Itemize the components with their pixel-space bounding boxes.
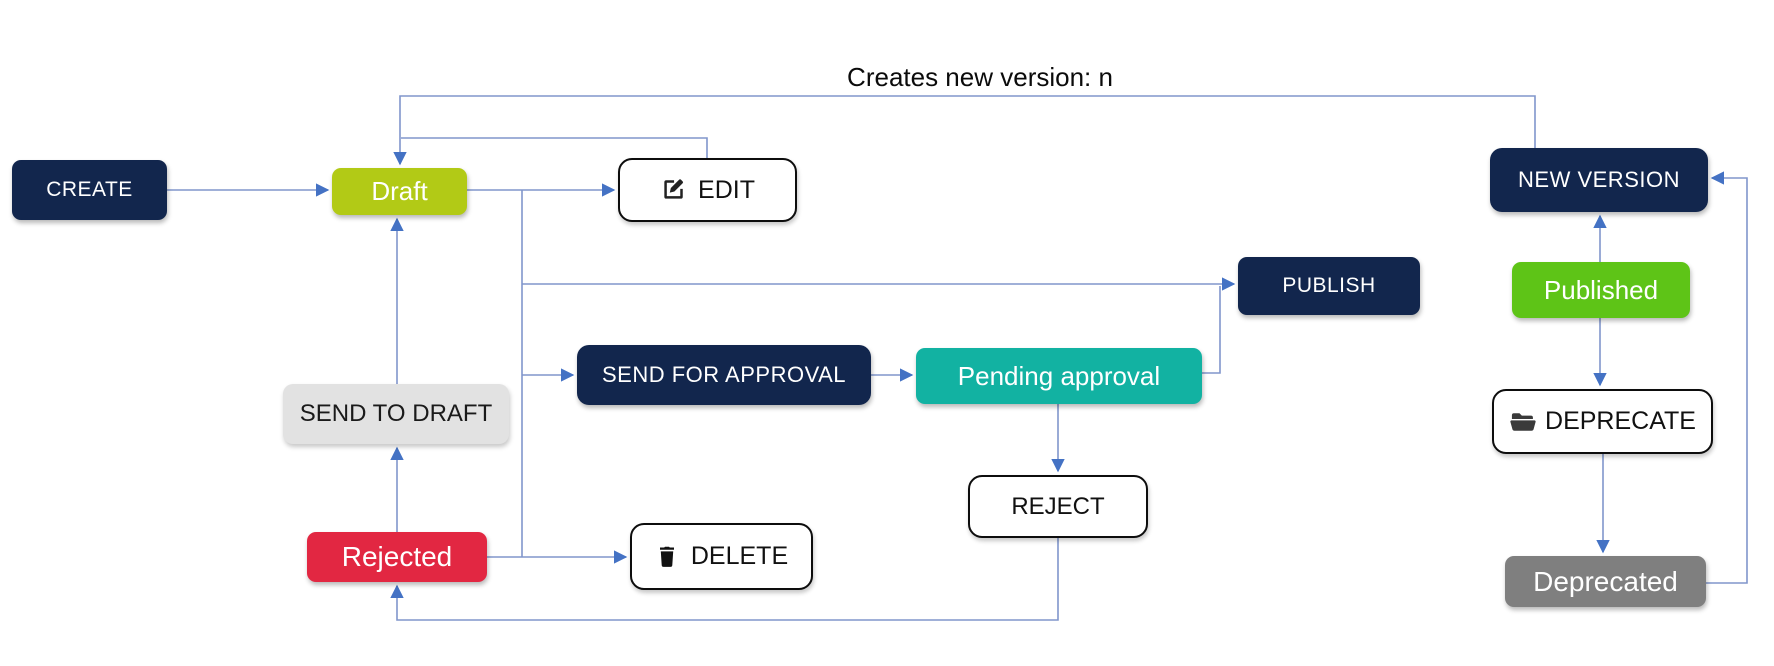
node-delete-label: DELETE	[690, 542, 789, 570]
node-send-for-approval: SEND FOR APPROVAL	[577, 345, 871, 405]
node-send-to-draft-label: SEND TO DRAFT	[299, 400, 493, 427]
node-rejected: Rejected	[307, 532, 487, 582]
edit-icon	[660, 177, 686, 203]
node-published: Published	[1512, 262, 1690, 318]
edge-pending-publish	[1202, 286, 1221, 374]
node-edit-label: EDIT	[698, 175, 755, 204]
node-reject-label: REJECT	[1011, 492, 1105, 520]
edge-new-version-draft	[393, 95, 1536, 166]
node-create: CREATE	[12, 160, 167, 220]
edge-deprecated-new-version	[1706, 171, 1748, 584]
node-draft-label: Draft	[371, 176, 428, 206]
node-deprecated: Deprecated	[1505, 556, 1706, 607]
node-create-label: CREATE	[46, 178, 133, 201]
edge-reject-rejected	[390, 538, 1059, 621]
node-reject: REJECT	[968, 475, 1148, 538]
node-draft: Draft	[332, 168, 467, 215]
node-pending-approval-label: Pending approval	[957, 360, 1161, 391]
node-deprecate: DEPRECATE	[1492, 389, 1713, 454]
node-edit: EDIT	[618, 158, 797, 222]
node-new-version-label: NEW VERSION	[1518, 167, 1680, 192]
node-publish-label: PUBLISH	[1282, 274, 1376, 297]
node-pending-approval: Pending approval	[916, 348, 1202, 404]
edge-edit-draft-loop	[401, 137, 708, 158]
node-rejected-label: Rejected	[341, 541, 453, 572]
edge-label-creates-new-version: Creates new version: n	[847, 62, 1113, 92]
node-published-label: Published	[1543, 274, 1659, 305]
node-send-to-draft: SEND TO DRAFT	[283, 384, 509, 444]
node-delete: DELETE	[630, 523, 813, 590]
node-publish: PUBLISH	[1238, 257, 1420, 315]
node-new-version: NEW VERSION	[1490, 148, 1708, 212]
trash-icon	[655, 545, 679, 569]
node-deprecated-label: Deprecated	[1533, 565, 1678, 597]
node-deprecate-label: DEPRECATE	[1545, 407, 1696, 435]
node-send-for-approval-label: SEND FOR APPROVAL	[601, 362, 847, 387]
folder-open-icon	[1509, 408, 1537, 436]
